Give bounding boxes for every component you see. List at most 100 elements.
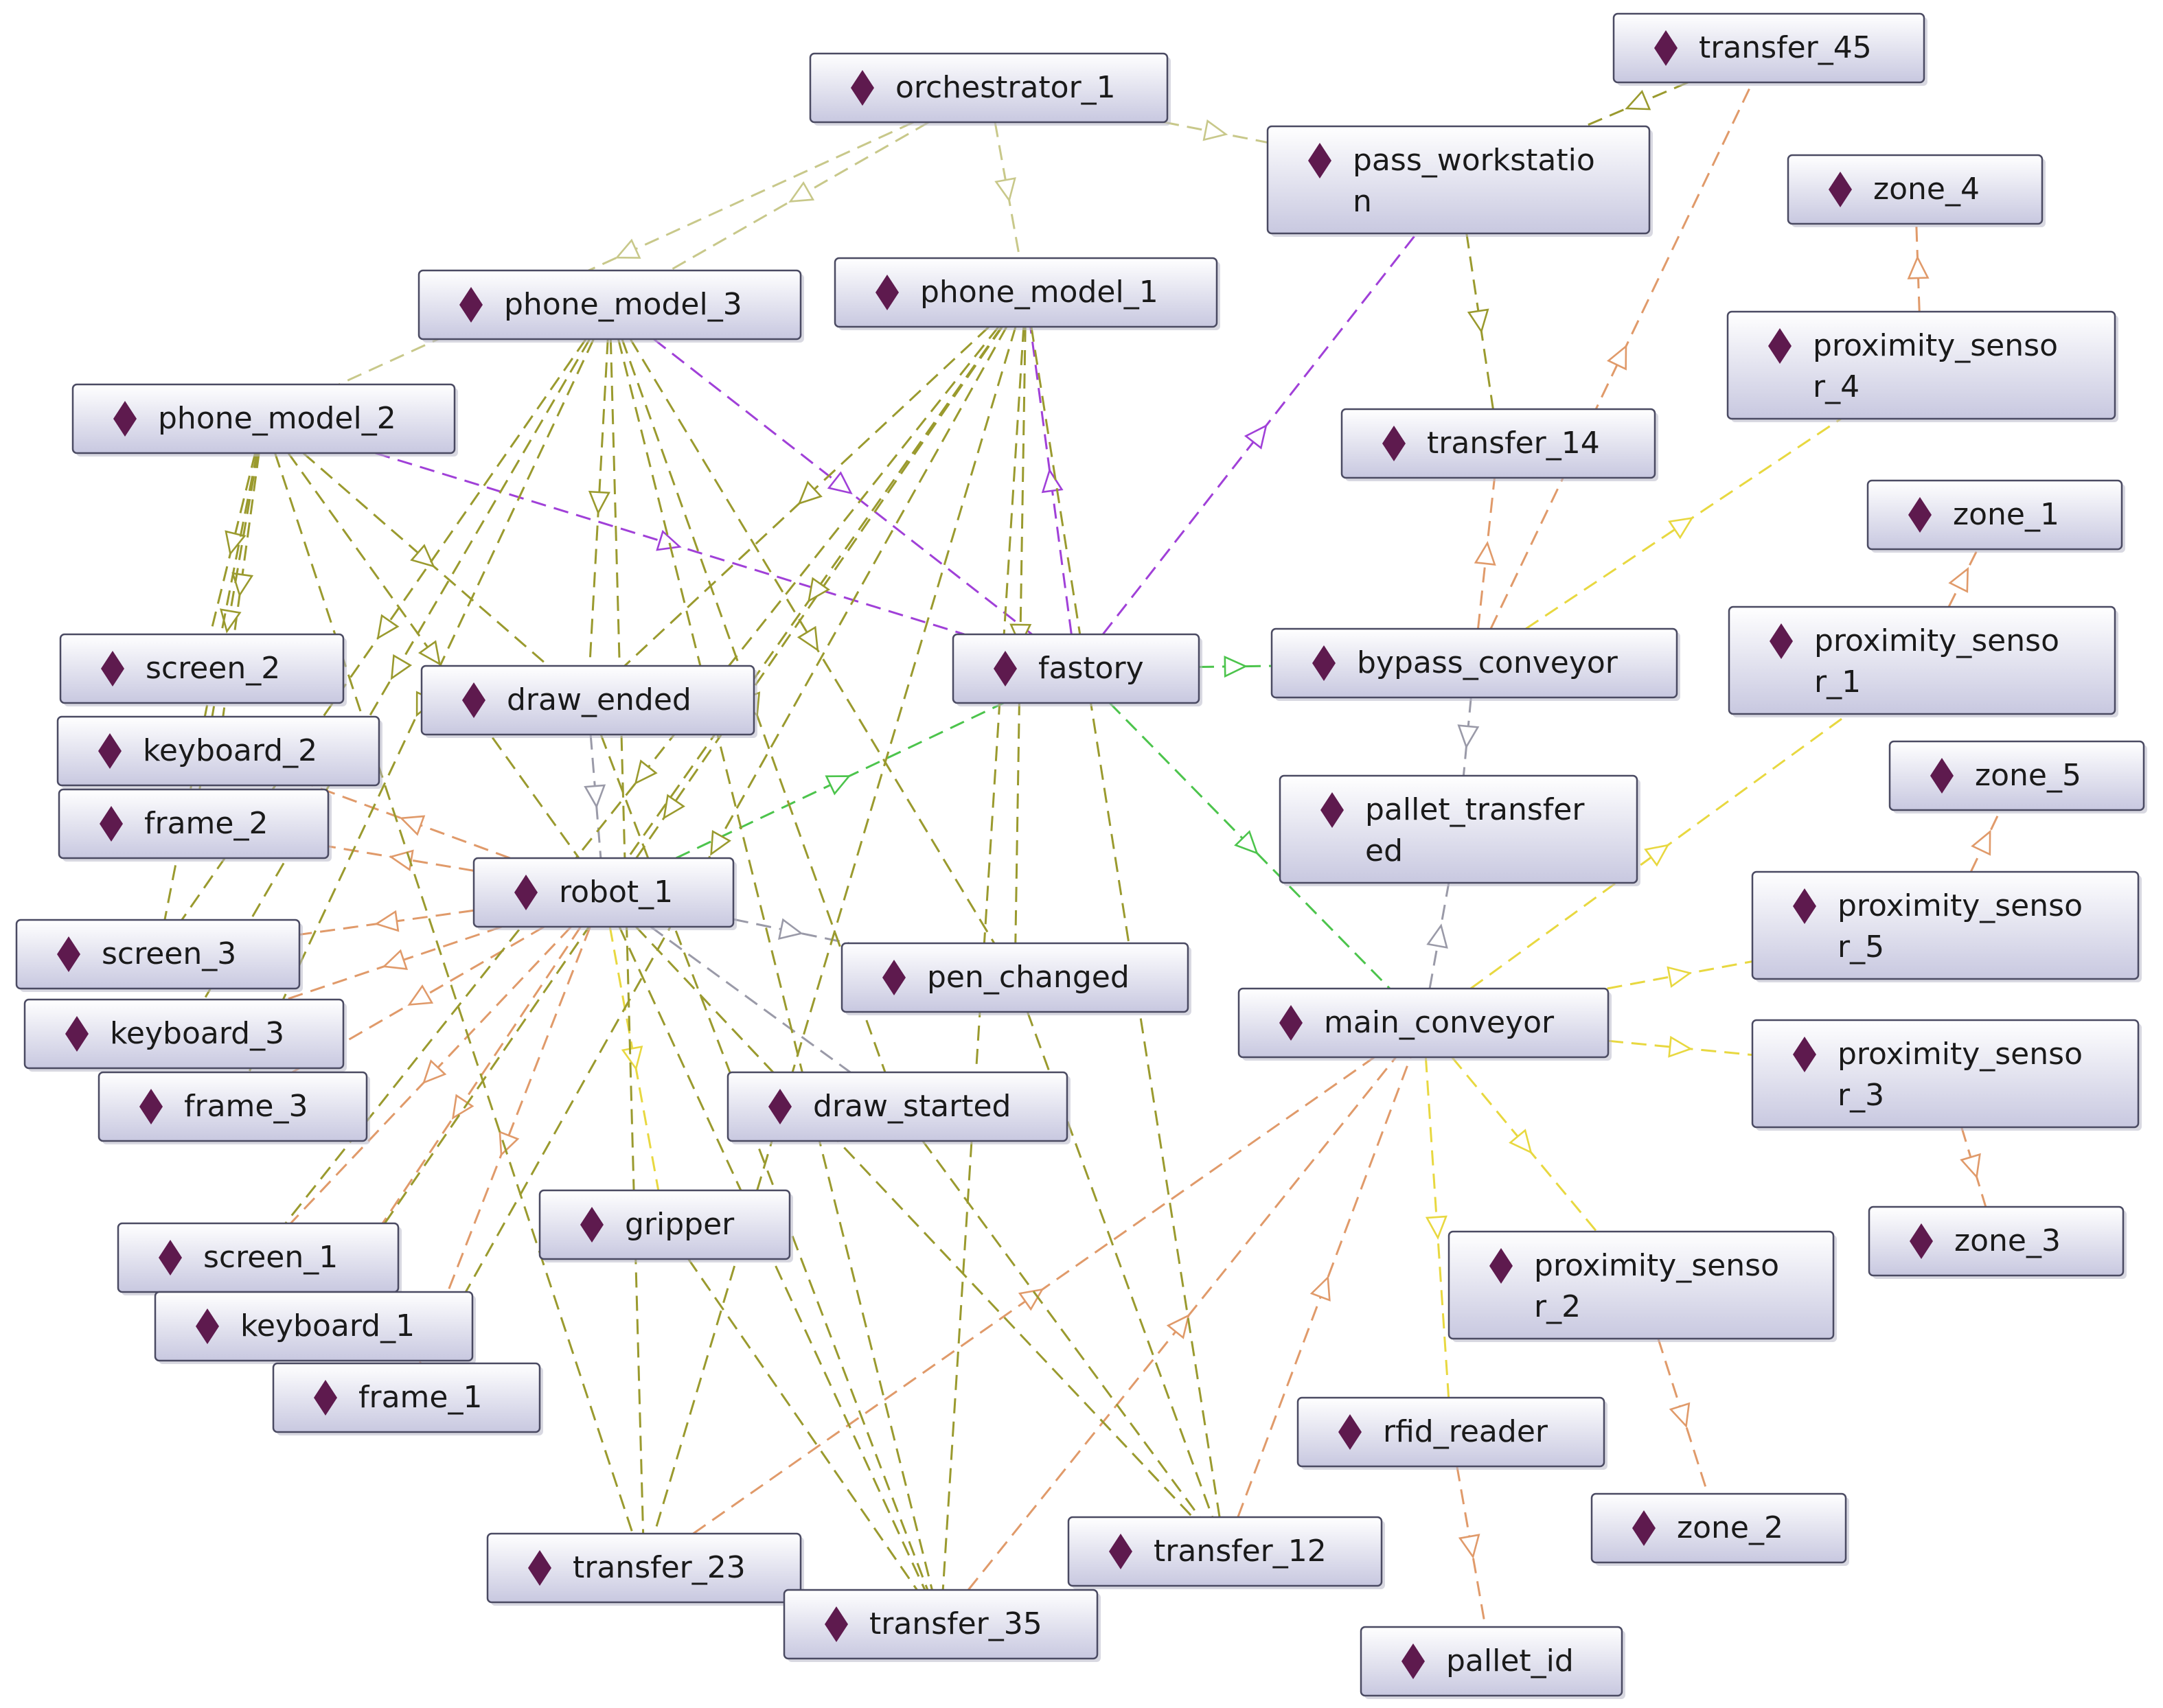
edge-transfer_45-to-pass_workstation <box>1584 81 1689 128</box>
node-box[interactable] <box>1751 870 2140 980</box>
node-box[interactable] <box>809 52 1169 124</box>
node-box[interactable] <box>726 1071 1068 1142</box>
node-phone_model_1[interactable]: phone_model_1 <box>834 257 1220 330</box>
node-screen_2[interactable]: screen_2 <box>59 633 347 706</box>
node-box[interactable] <box>1866 479 2123 551</box>
edge-orchestrator_1-to-pass_workstation <box>1163 119 1268 144</box>
node-transfer_23[interactable]: transfer_23 <box>486 1532 804 1606</box>
node-box[interactable] <box>1340 408 1656 479</box>
node-zone_1[interactable]: zone_1 <box>1866 479 2125 553</box>
node-box[interactable] <box>1888 740 2145 811</box>
node-transfer_45[interactable]: transfer_45 <box>1612 12 1927 86</box>
node-label: frame_1 <box>358 1380 482 1415</box>
node-screen_1[interactable]: screen_1 <box>117 1222 402 1295</box>
diamond-icon <box>101 651 124 686</box>
node-box[interactable] <box>1726 310 2116 420</box>
node-box[interactable] <box>1067 1516 1383 1587</box>
node-box[interactable] <box>417 269 802 341</box>
node-box[interactable] <box>98 1071 368 1142</box>
node-label: rfid_reader <box>1383 1414 1548 1449</box>
edge-phone_model_1-to-robot_1 <box>626 326 1003 859</box>
node-label: proximity_senso <box>1838 1037 2083 1072</box>
node-box[interactable] <box>1360 1626 1623 1697</box>
edge-proximity_sensor_3-to-zone_3 <box>1960 1127 1987 1208</box>
node-draw_started[interactable]: draw_started <box>726 1071 1071 1144</box>
node-keyboard_3[interactable]: keyboard_3 <box>23 998 347 1072</box>
node-zone_3[interactable]: zone_3 <box>1868 1205 2127 1279</box>
node-zone_4[interactable]: zone_4 <box>1787 154 2046 227</box>
node-box[interactable] <box>58 788 330 859</box>
arrowhead-icon <box>1907 255 1930 279</box>
node-keyboard_2[interactable]: keyboard_2 <box>56 715 382 789</box>
node-frame_3[interactable]: frame_3 <box>98 1071 370 1144</box>
node-box[interactable] <box>15 919 301 990</box>
arrowhead-icon <box>1425 1215 1447 1240</box>
node-pen_changed[interactable]: pen_changed <box>840 942 1191 1015</box>
node-label: screen_1 <box>203 1240 338 1275</box>
node-screen_3[interactable]: screen_3 <box>15 919 303 992</box>
node-box[interactable] <box>1751 1019 2140 1129</box>
node-box[interactable] <box>486 1532 802 1604</box>
node-frame_1[interactable]: frame_1 <box>272 1362 543 1435</box>
diamond-icon <box>825 1606 848 1642</box>
node-box[interactable] <box>1868 1205 2125 1277</box>
node-box[interactable] <box>840 942 1189 1013</box>
node-box[interactable] <box>834 257 1218 328</box>
node-box[interactable] <box>1787 154 2044 225</box>
node-zone_2[interactable]: zone_2 <box>1590 1492 1849 1566</box>
node-transfer_35[interactable]: transfer_35 <box>783 1589 1101 1662</box>
node-box[interactable] <box>56 715 380 787</box>
node-box[interactable] <box>1296 1396 1605 1468</box>
node-box[interactable] <box>71 383 456 454</box>
node-box[interactable] <box>952 633 1200 704</box>
node-box[interactable] <box>420 665 755 736</box>
node-rfid_reader[interactable]: rfid_reader <box>1296 1396 1607 1470</box>
node-box[interactable] <box>538 1189 791 1260</box>
node-main_conveyor[interactable]: main_conveyor <box>1237 987 1612 1061</box>
node-frame_2[interactable]: frame_2 <box>58 788 332 862</box>
node-box[interactable] <box>1590 1492 1847 1564</box>
node-zone_5[interactable]: zone_5 <box>1888 740 2147 813</box>
node-box[interactable] <box>1612 12 1925 84</box>
node-pallet_id[interactable]: pallet_id <box>1360 1626 1625 1699</box>
node-label: orchestrator_1 <box>895 70 1116 105</box>
node-draw_ended[interactable]: draw_ended <box>420 665 757 738</box>
arrowhead-icon <box>1644 844 1670 867</box>
node-box[interactable] <box>59 633 345 704</box>
node-label: keyboard_3 <box>110 1016 284 1051</box>
node-box[interactable] <box>1266 125 1651 235</box>
node-keyboard_1[interactable]: keyboard_1 <box>154 1291 476 1364</box>
node-box[interactable] <box>1270 627 1678 699</box>
node-box[interactable] <box>783 1589 1099 1660</box>
node-box[interactable] <box>23 998 345 1070</box>
edge-line <box>675 702 1005 859</box>
node-box[interactable] <box>472 857 735 928</box>
node-bypass_conveyor[interactable]: bypass_conveyor <box>1270 627 1680 701</box>
node-box[interactable] <box>1279 774 1638 884</box>
node-label: frame_3 <box>184 1089 308 1124</box>
node-box[interactable] <box>1237 987 1610 1059</box>
node-robot_1[interactable]: robot_1 <box>472 857 737 930</box>
node-label: screen_2 <box>146 651 280 686</box>
node-transfer_14[interactable]: transfer_14 <box>1340 408 1658 481</box>
node-orchestrator_1[interactable]: orchestrator_1 <box>809 52 1171 126</box>
node-gripper[interactable]: gripper <box>538 1189 793 1262</box>
node-fastory[interactable]: fastory <box>952 633 1202 706</box>
node-transfer_12[interactable]: transfer_12 <box>1067 1516 1385 1589</box>
node-box[interactable] <box>1447 1230 1835 1340</box>
arrowhead-icon <box>499 1130 520 1157</box>
node-phone_model_2[interactable]: phone_model_2 <box>71 383 458 457</box>
node-box[interactable] <box>1728 605 2116 715</box>
edge-line <box>617 338 933 1591</box>
arrowhead-icon <box>410 544 435 568</box>
node-phone_model_3[interactable]: phone_model_3 <box>417 269 804 343</box>
node-box[interactable] <box>272 1362 541 1433</box>
node-box[interactable] <box>154 1291 474 1362</box>
